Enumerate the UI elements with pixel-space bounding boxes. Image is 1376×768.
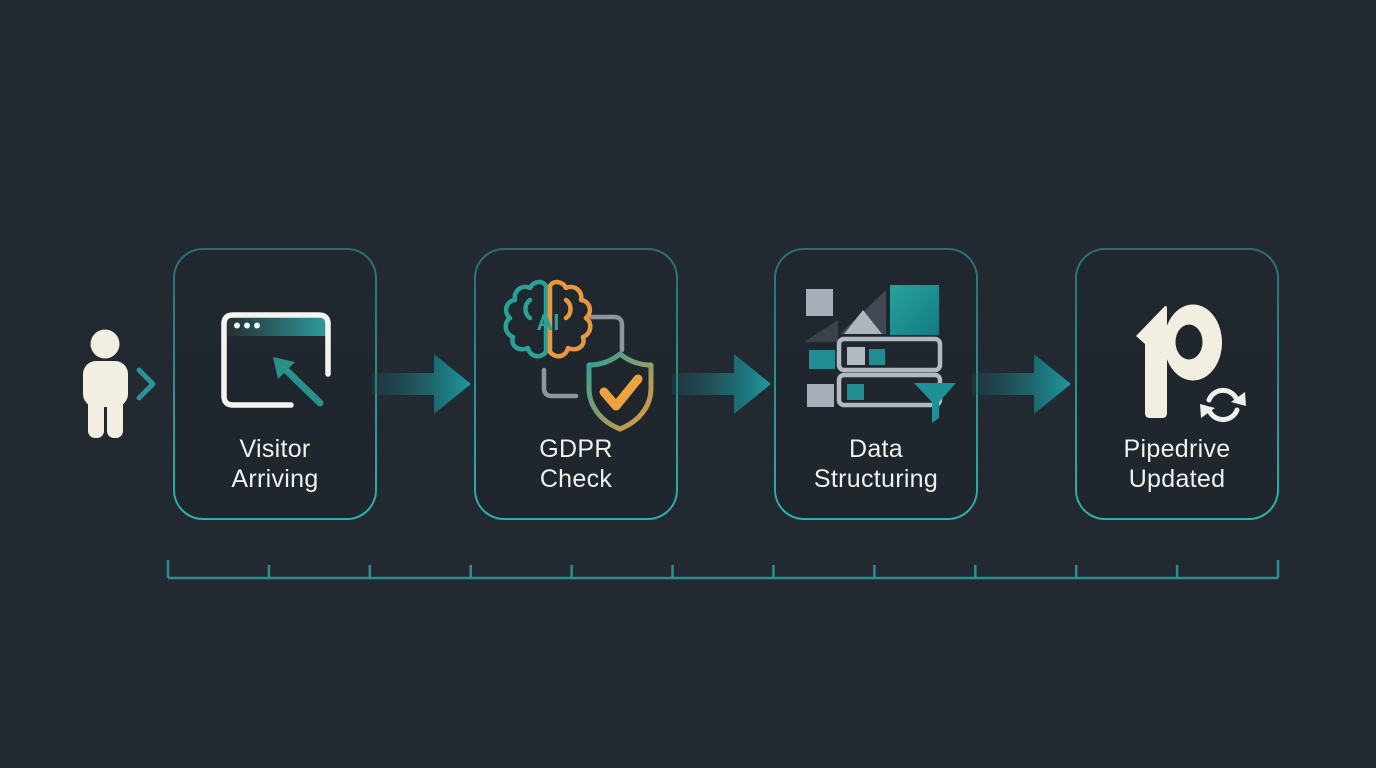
step-label-line2: Check (539, 465, 613, 493)
person-icon (78, 329, 130, 439)
step-card-gdpr-check: AI GDPR Check (474, 248, 678, 520)
bracket-top-right (589, 314, 625, 353)
browser-cursor-icon (221, 312, 331, 408)
step-label-line1: GDPR (539, 435, 613, 463)
block-arrow-right-icon (372, 352, 472, 416)
step-label-line2: Arriving (231, 465, 319, 493)
bracket-bottom-left (541, 367, 579, 399)
data-blocks-filter-icon (802, 280, 962, 426)
step-card-data-structuring: Data Structuring (774, 248, 978, 520)
sync-icon (1206, 387, 1240, 423)
step-card-pipedrive-updated: Pipedrive Updated (1075, 248, 1279, 520)
step-card-visitor-arriving: Visitor Arriving (173, 248, 377, 520)
ai-badge-text: AI (537, 309, 560, 335)
ai-brain-shield-check-icon: AI (500, 276, 656, 432)
chevron-right-icon (134, 366, 158, 402)
step-label-line2: Structuring (813, 465, 939, 493)
block-arrow-right-icon (972, 352, 1072, 416)
pipedrive-logo (1136, 304, 1222, 418)
step-label-line1: Visitor (239, 435, 311, 463)
step-label-line1: Data (848, 435, 903, 463)
step-label-line2: Updated (1128, 465, 1226, 493)
ruler-ticks-icon (166, 560, 1280, 578)
pipedrive-logo-sync-icon (1131, 300, 1253, 436)
block-arrow-right-icon (672, 352, 772, 416)
timeline-ruler (166, 558, 1280, 582)
step-label-line1: Pipedrive (1123, 435, 1231, 463)
